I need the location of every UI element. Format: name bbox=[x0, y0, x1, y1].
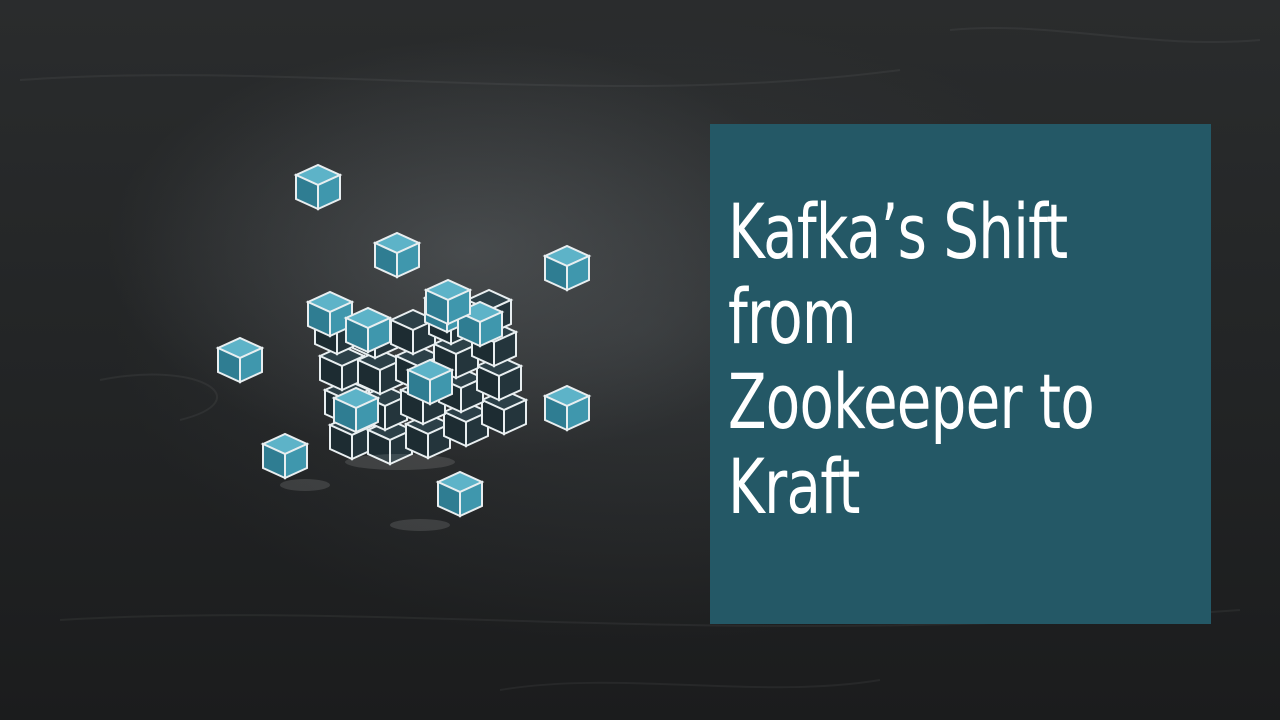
title-box: Kafka’s Shift from Zookeeper to Kraft bbox=[710, 124, 1211, 624]
cube-cluster-icon bbox=[307, 279, 527, 465]
floating-cube-icon bbox=[262, 433, 308, 479]
floating-cube-icon bbox=[544, 245, 590, 291]
floating-cube-icon bbox=[544, 385, 590, 431]
floating-cube-icon bbox=[295, 164, 341, 210]
floating-cube-icon bbox=[217, 337, 263, 383]
exploding-cube-illustration bbox=[217, 164, 590, 531]
title-line-1: Kafka’s Shift bbox=[728, 187, 1068, 276]
title-line-3: Zookeeper to bbox=[728, 357, 1095, 446]
floating-cube-icon bbox=[374, 232, 420, 278]
title-line-4: Kraft bbox=[728, 442, 860, 531]
title-line-2: from bbox=[728, 272, 857, 361]
floating-cube-icon bbox=[437, 471, 483, 517]
